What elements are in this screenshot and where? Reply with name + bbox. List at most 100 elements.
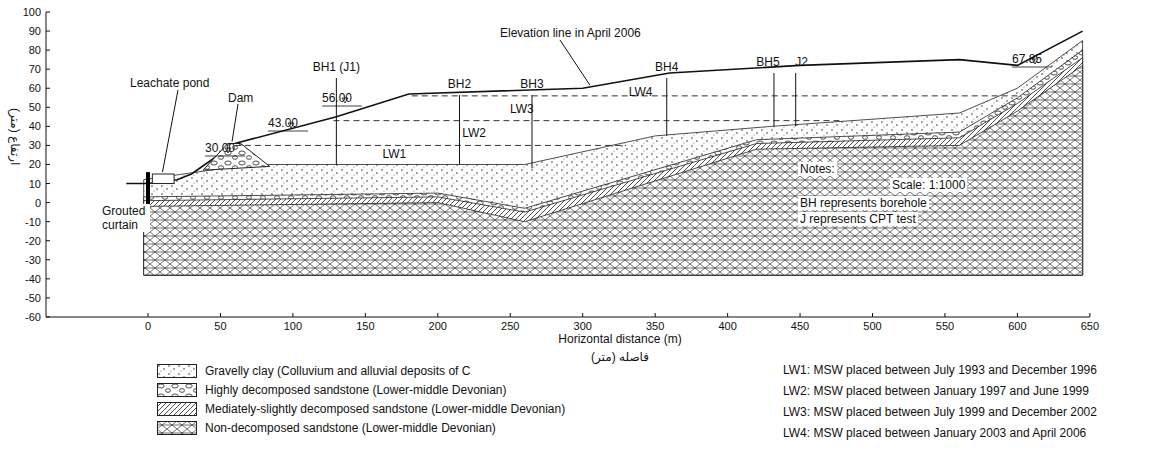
- y-tick: [46, 240, 50, 241]
- tick-label: 80: [29, 43, 41, 57]
- x-tick: [1017, 313, 1018, 317]
- lift-label: LW1: [382, 147, 406, 161]
- tick-label: 10: [29, 177, 41, 191]
- borehole-label: BH4: [655, 60, 678, 74]
- lift-label: LW2: [462, 126, 486, 140]
- non-decomposed-layer: [144, 65, 1083, 275]
- note-text: LW2: MSW placed between January 1997 and…: [783, 384, 1089, 398]
- y-tick: [46, 126, 50, 127]
- x-axis: [46, 317, 1090, 318]
- note-text: LW3: MSW placed between July 1999 and De…: [783, 405, 1097, 419]
- tick-label: -50: [25, 291, 41, 305]
- legend-text: Highly decomposed sandstone (Lower-middl…: [205, 383, 507, 397]
- x-tick: [510, 313, 511, 317]
- leachate-pond: [152, 174, 174, 184]
- x-tick: [292, 313, 293, 317]
- tick-label: 0: [145, 319, 151, 333]
- tick-label: 40: [29, 119, 41, 133]
- y-tick: [46, 88, 50, 89]
- tick-label: 20: [29, 157, 41, 171]
- tick-label: 550: [936, 319, 954, 333]
- legend-swatch: [157, 364, 197, 378]
- tick-label: 60: [29, 81, 41, 95]
- tick-label: -60: [25, 310, 41, 324]
- y-tick: [46, 183, 50, 184]
- borehole: [773, 73, 774, 126]
- note-text: Notes:: [798, 162, 837, 176]
- tick-label: -40: [25, 272, 41, 286]
- x-tick: [220, 313, 221, 317]
- tick-label: 50: [214, 319, 226, 333]
- legend-entry: Gravelly clay (Colluvium and alluvial de…: [157, 364, 470, 378]
- y-tick: [46, 202, 50, 203]
- y-tick: [46, 50, 50, 51]
- scale-text: Scale: 1:1000: [890, 178, 967, 192]
- note-text: BH represents borehole: [798, 196, 929, 210]
- elevation-value: 30.00: [205, 141, 235, 155]
- tick-label: 650: [1081, 319, 1099, 333]
- tick-label: -20: [25, 234, 41, 248]
- legend-swatch: [157, 402, 197, 416]
- ground-surface: [126, 31, 1082, 183]
- tick-label: 400: [718, 319, 736, 333]
- axis-title: فاصله (متر): [591, 350, 649, 364]
- x-tick: [1089, 313, 1090, 317]
- y-tick: [46, 12, 50, 13]
- tick-label: 90: [29, 24, 41, 38]
- y-tick: [46, 316, 50, 317]
- leader-line: [232, 104, 238, 142]
- callout-label: Leachate pond: [130, 76, 209, 90]
- tick-label: 0: [35, 196, 41, 210]
- tick-label: -10: [25, 215, 41, 229]
- borehole: [459, 95, 460, 164]
- elevation-value: 56.00: [322, 91, 352, 105]
- lift-label: LW4: [629, 85, 653, 99]
- borehole-label: BH1 (J1): [313, 60, 360, 74]
- y-tick: [46, 259, 50, 260]
- borehole: [795, 73, 796, 126]
- borehole-label: BH2: [448, 77, 471, 91]
- tick-label: 300: [574, 319, 592, 333]
- legend-text: Gravelly clay (Colluvium and alluvial de…: [205, 364, 470, 378]
- lift-line: [412, 95, 1018, 96]
- axis-title: ارتفاع (متر): [8, 108, 22, 165]
- callout-label: Grouted curtain: [100, 204, 150, 232]
- tick-label: 70: [29, 62, 41, 76]
- x-tick: [727, 313, 728, 317]
- elevation-value: 43.00: [268, 116, 298, 130]
- axis-title: Horizontal distance (m): [558, 332, 681, 346]
- legend-entry: Highly decomposed sandstone (Lower-middl…: [157, 383, 507, 397]
- tick-label: 150: [356, 319, 374, 333]
- tick-label: -30: [25, 253, 41, 267]
- x-tick: [944, 313, 945, 317]
- borehole: [336, 78, 337, 164]
- tick-label: 200: [429, 319, 447, 333]
- tick-label: 450: [791, 319, 809, 333]
- leader-line: [560, 40, 590, 85]
- x-tick: [800, 313, 801, 317]
- tick-label: 100: [284, 319, 302, 333]
- tick-label: 50: [29, 100, 41, 114]
- tick-label: 600: [1008, 319, 1026, 333]
- x-tick: [148, 313, 149, 317]
- lift-label: LW3: [510, 102, 534, 116]
- gravelly-clay-layer: [144, 41, 1083, 275]
- y-tick: [46, 164, 50, 165]
- highly-decomposed-layer: [144, 50, 1083, 275]
- x-tick: [872, 313, 873, 317]
- y-tick: [46, 31, 50, 32]
- x-tick: [582, 313, 583, 317]
- borehole: [666, 78, 667, 136]
- callout-label: Dam: [228, 91, 253, 105]
- legend-entry: Mediately-slightly decomposed sandstone …: [157, 402, 565, 416]
- note-text: LW1: MSW placed between July 1993 and De…: [783, 363, 1097, 377]
- x-tick: [655, 313, 656, 317]
- tick-label: 100: [23, 5, 41, 19]
- tick-label: 500: [863, 319, 881, 333]
- y-tick: [46, 278, 50, 279]
- elevation-value: 67.85: [1012, 52, 1042, 66]
- note-text: LW4: MSW placed between January 2003 and…: [783, 426, 1086, 440]
- callout-label: Elevation line in April 2006: [500, 26, 641, 40]
- x-tick: [365, 313, 366, 317]
- legend-swatch: [157, 421, 197, 435]
